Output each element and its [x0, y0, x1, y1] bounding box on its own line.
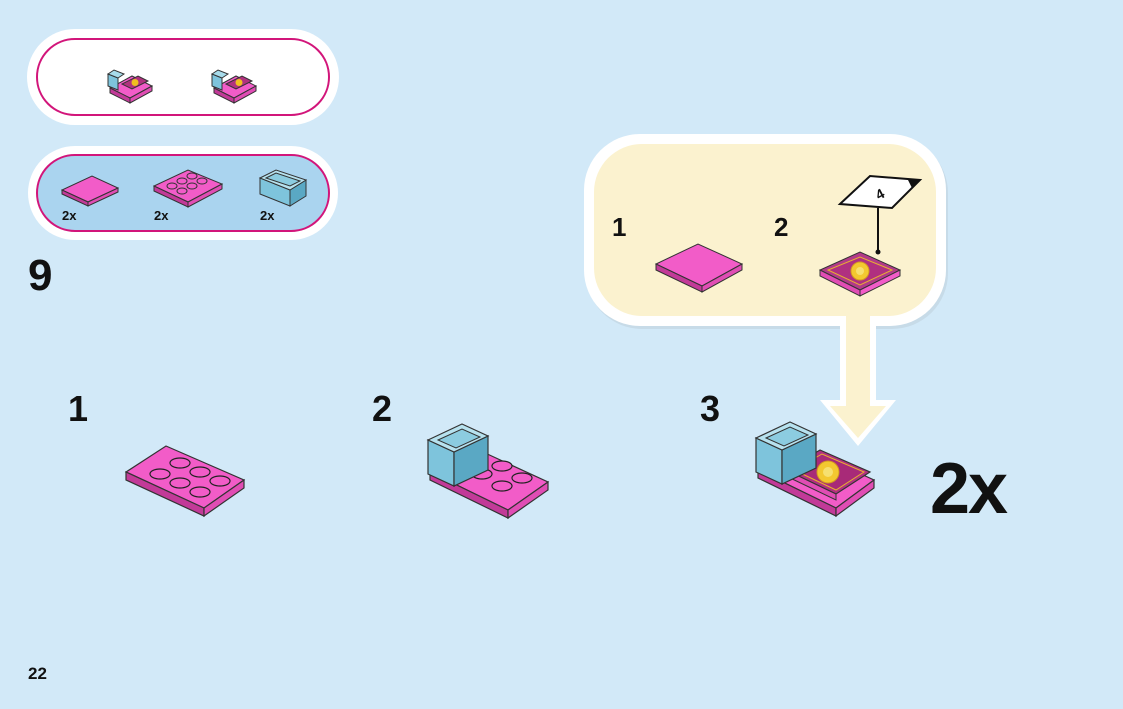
plate-with-chair-icon	[426, 423, 550, 520]
page-number: 22	[28, 664, 47, 683]
substep-number: 1	[68, 388, 89, 429]
part-quantity: 2x	[62, 208, 77, 223]
part-quantity: 2x	[260, 208, 275, 223]
callout-substep-number: 2	[774, 212, 789, 242]
pink-plate-part-icon	[152, 169, 224, 208]
submodel-preview-box	[28, 30, 338, 124]
callout-box: 1 2 4	[584, 134, 946, 326]
pink-tile-part-icon	[60, 175, 120, 207]
substep-number: 2	[372, 388, 393, 429]
down-arrow-icon	[820, 316, 896, 446]
parts-list-frame: 2x 2x 2x	[36, 154, 330, 232]
build-multiplier: 2x	[930, 449, 1008, 529]
parts-list-box: 2x 2x 2x	[28, 146, 338, 240]
pink-plate-part-icon	[124, 445, 246, 518]
step-number: 9	[28, 251, 53, 300]
finished-bed-model-icon	[210, 69, 258, 104]
submodel-preview-frame	[36, 38, 330, 116]
finished-bed-model-icon	[106, 69, 154, 104]
substep-number: 3	[700, 388, 721, 429]
part-quantity: 2x	[154, 208, 169, 223]
callout-substep-number: 1	[612, 212, 627, 242]
sticker-tile-icon	[818, 174, 923, 297]
light-blue-chair-part-icon	[258, 169, 308, 207]
pink-tile-part-icon	[654, 243, 744, 293]
callout-frame: 1 2 4	[594, 144, 936, 316]
finished-bed-model-icon	[754, 421, 876, 518]
